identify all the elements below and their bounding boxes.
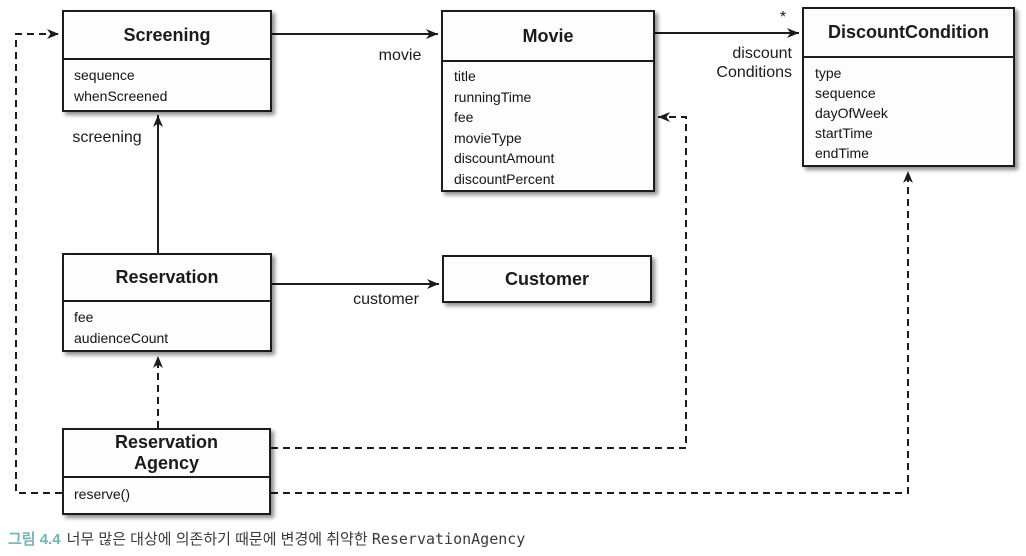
- class-discountcondition-title: DiscountCondition: [804, 9, 1013, 58]
- attribute: dayOfWeek: [815, 105, 888, 121]
- attribute: discountPercent: [454, 170, 555, 187]
- class-customer-title: Customer: [504, 268, 589, 289]
- attribute: audienceCount: [74, 330, 169, 346]
- attribute: sequence: [815, 85, 876, 101]
- class-reservationagency-title: Reservation Agency: [64, 430, 269, 478]
- attribute: fee: [454, 109, 474, 125]
- edge-label-movie: movie: [378, 47, 422, 64]
- class-screening: Screening sequence whenScreened: [62, 10, 272, 112]
- attribute: sequence: [74, 67, 135, 83]
- class-discountcondition: DiscountCondition type sequence dayOfWee…: [802, 7, 1015, 167]
- method: reserve(): [74, 486, 131, 502]
- figure-caption: 그림 4.4 너무 많은 대상에 의존하기 때문에 변경에 취약한 Reserva…: [8, 529, 525, 550]
- edge-label-screening: screening: [72, 129, 142, 146]
- class-reservationagency-methods: reserve(): [64, 478, 269, 510]
- edge-agency-discountcondition: [271, 171, 913, 494]
- class-discountcondition-attributes: type sequence dayOfWeek startTime endTim…: [804, 58, 1013, 168]
- class-screening-title: Screening: [64, 12, 270, 60]
- edge-agency-screening: [15, 29, 62, 494]
- edge-label-customer: customer: [353, 291, 419, 308]
- class-screening-attributes: sequence whenScreened: [64, 60, 270, 112]
- class-reservation: Reservation fee audienceCount: [62, 253, 272, 352]
- attribute: endTime: [815, 145, 869, 161]
- caption-code: ReservationAgency: [371, 530, 526, 548]
- attribute: discountAmount: [454, 150, 555, 166]
- class-movie: Movie title runningTime fee movieType di…: [441, 10, 655, 192]
- attribute: title: [454, 68, 476, 84]
- class-customer: Customer: [442, 255, 652, 303]
- attribute: startTime: [815, 125, 873, 141]
- attribute: whenScreened: [74, 88, 168, 104]
- class-movie-title: Movie: [443, 12, 653, 62]
- edge-multiplicity-star: *: [779, 9, 787, 26]
- class-reservation-attributes: fee audienceCount: [64, 302, 270, 354]
- class-reservation-title: Reservation: [64, 255, 270, 302]
- attribute: runningTime: [454, 88, 532, 105]
- class-movie-attributes: title runningTime fee movieType discount…: [443, 62, 653, 193]
- attribute: movieType: [454, 129, 522, 146]
- attribute: type: [815, 65, 842, 81]
- edge-agency-movie: [271, 112, 687, 449]
- attribute: fee: [74, 309, 94, 325]
- edge-label-discount-conditions: discount Conditions: [716, 45, 792, 81]
- figure-number: 그림 4.4: [8, 531, 61, 548]
- class-reservationagency: Reservation Agency reserve(): [62, 428, 271, 515]
- caption-text: 너무 많은 대상에 의존하기 때문에 변경에 취약한: [66, 531, 372, 548]
